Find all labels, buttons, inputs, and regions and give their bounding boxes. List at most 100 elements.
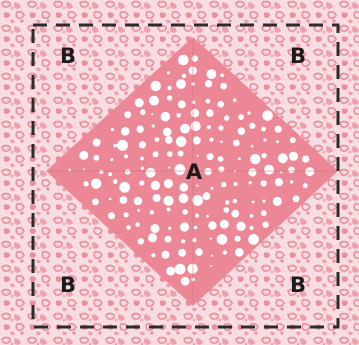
polka-dot <box>164 179 173 188</box>
polka-dot <box>176 136 187 147</box>
polka-dot <box>220 141 223 144</box>
polka-dot <box>262 222 268 228</box>
polka-dot <box>192 195 203 206</box>
polka-dot <box>165 236 172 243</box>
polka-dot <box>290 137 296 143</box>
polka-dot <box>124 212 129 217</box>
polka-dot <box>139 180 144 185</box>
polka-dot <box>224 115 229 120</box>
polka-dot <box>252 201 255 204</box>
polka-dot <box>275 126 282 133</box>
polka-dot <box>303 183 308 188</box>
polka-dot <box>235 236 241 242</box>
polka-dot <box>150 210 154 214</box>
polka-dot <box>113 179 118 184</box>
polka-dot <box>225 200 229 204</box>
polka-dot <box>195 214 199 218</box>
label-b-bottom-right: B <box>290 273 306 297</box>
polka-dot <box>176 113 181 118</box>
polka-dot <box>197 155 199 157</box>
polka-dot <box>203 192 211 200</box>
polka-dot <box>233 199 238 204</box>
polka-dot <box>263 139 266 142</box>
polka-dot <box>208 221 216 229</box>
polka-dot <box>167 95 172 100</box>
polka-dot <box>153 194 161 202</box>
polka-dot <box>262 110 273 121</box>
polka-dot <box>163 128 172 137</box>
polka-dot <box>148 233 157 242</box>
polka-dot <box>290 180 293 183</box>
polka-dot <box>167 86 171 90</box>
polka-dot <box>275 178 283 186</box>
polka-dot <box>210 237 212 239</box>
polka-dot <box>93 155 99 161</box>
polka-dot <box>135 98 144 107</box>
polka-dot <box>211 187 214 190</box>
polka-dot <box>194 226 198 230</box>
polka-dot <box>138 238 144 244</box>
polka-dot <box>251 145 254 148</box>
polka-dot <box>233 182 237 186</box>
polka-dot <box>249 226 253 230</box>
polka-dot <box>218 156 224 162</box>
polka-dot <box>124 111 131 118</box>
polka-dot <box>180 124 190 134</box>
polka-dot <box>151 181 160 190</box>
polka-dot <box>233 98 237 102</box>
polka-dot <box>180 222 189 231</box>
polka-dot <box>178 100 186 108</box>
polka-dot <box>135 222 140 227</box>
polka-dot <box>280 171 282 173</box>
polka-dot <box>155 137 160 142</box>
polka-dot <box>249 123 255 129</box>
polka-dot <box>151 113 153 115</box>
polka-dot <box>220 74 224 78</box>
polka-dot <box>250 154 260 164</box>
polka-dot <box>139 141 146 148</box>
polka-dot <box>238 127 246 135</box>
polka-dot <box>261 126 266 131</box>
polka-dot <box>119 182 130 193</box>
polka-dot <box>206 215 209 218</box>
polka-dot <box>108 172 112 176</box>
polka-dot <box>166 267 175 276</box>
polka-dot <box>191 109 200 118</box>
polka-dot <box>91 179 101 189</box>
polka-dot <box>167 151 173 157</box>
polka-dot <box>238 114 244 120</box>
polka-dot <box>174 164 185 175</box>
polka-dot <box>93 139 101 147</box>
polka-dot <box>151 224 160 233</box>
polka-dot <box>182 209 188 215</box>
polka-dot <box>273 197 282 206</box>
polka-dot <box>261 210 267 216</box>
polka-dot <box>236 222 245 231</box>
polka-dot <box>289 152 298 161</box>
polka-dot <box>235 248 244 257</box>
polka-dot <box>141 167 144 170</box>
polka-dot <box>134 197 142 205</box>
polka-dot <box>175 264 186 275</box>
polka-dot <box>108 212 115 219</box>
polka-dot <box>146 168 156 178</box>
polka-dot <box>151 81 161 91</box>
polka-dot <box>248 234 259 245</box>
polka-dot <box>233 140 240 147</box>
polka-dot <box>181 277 190 286</box>
label-b-top-right: B <box>290 44 306 68</box>
polka-dot <box>206 99 211 104</box>
polka-dot <box>162 251 170 259</box>
polka-dot <box>140 109 146 115</box>
polka-dot <box>217 234 228 245</box>
polka-dot <box>126 225 131 230</box>
polka-dot <box>276 140 279 143</box>
polka-dot <box>179 183 188 192</box>
polka-dot <box>217 101 224 108</box>
polka-dot <box>168 227 171 230</box>
polka-dot <box>153 151 159 157</box>
polka-dot <box>163 196 173 206</box>
polka-dot <box>178 55 189 66</box>
polka-dot <box>220 220 229 229</box>
polka-dot <box>110 158 113 161</box>
